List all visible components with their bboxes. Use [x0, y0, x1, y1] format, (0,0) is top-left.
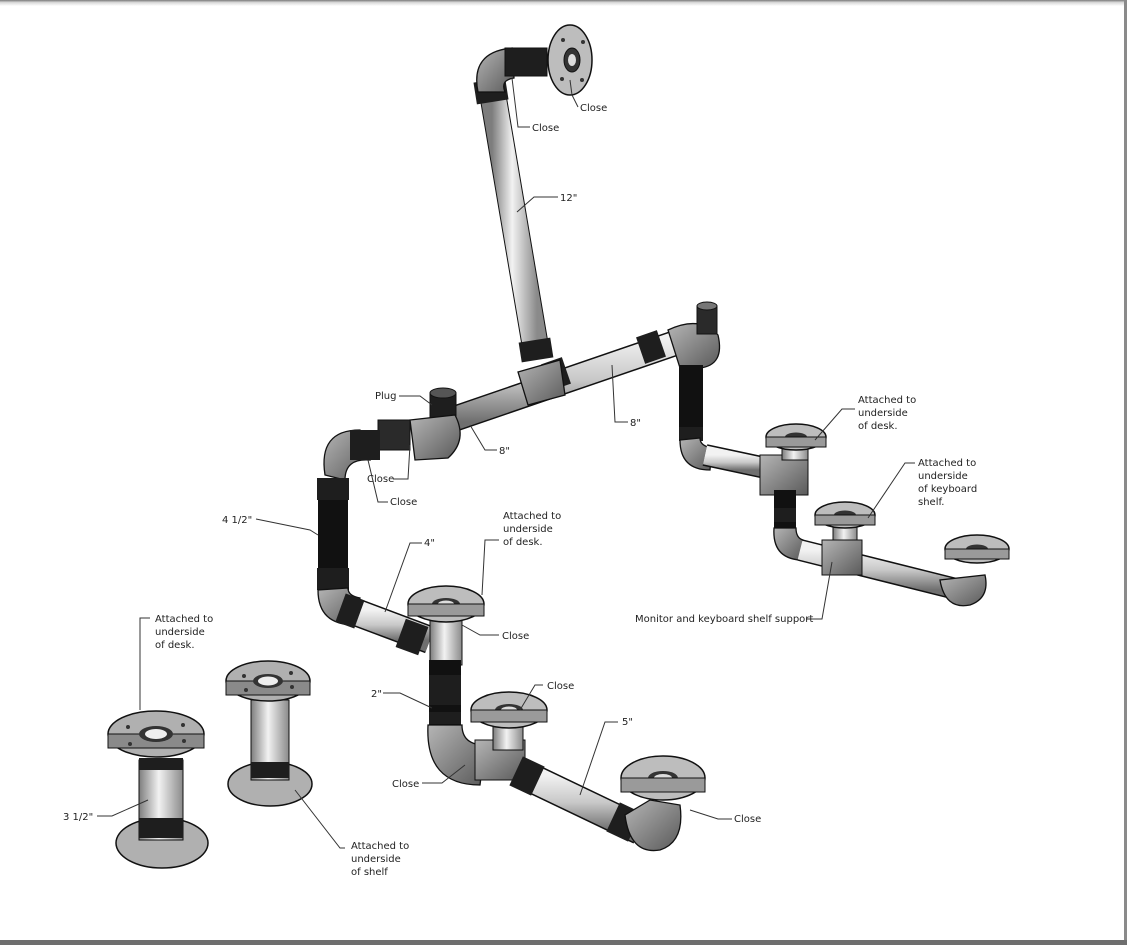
label-attach-shelf: Attached to underside of shelf	[351, 841, 412, 878]
top-flange	[547, 24, 593, 96]
label-length-8-left: 8"	[499, 446, 510, 457]
label-monitor-support: Monitor and keyboard shelf support	[635, 614, 813, 625]
label-close-tee-lower: Close	[390, 497, 417, 508]
window-bottom-edge	[0, 940, 1127, 945]
label-length-3-5: 3 1/2"	[63, 812, 93, 823]
pipe-4in	[335, 593, 435, 656]
label-close-top-flange: Close	[580, 103, 607, 114]
label-length-2: 2"	[371, 689, 382, 700]
label-close-tee-upper: Close	[367, 474, 394, 485]
label-attach-desk-right: Attached to underside of desk.	[858, 395, 919, 432]
label-length-12: 12"	[560, 193, 577, 204]
right-elbow	[667, 301, 721, 369]
label-close-bottom-elbow: Close	[392, 779, 419, 790]
label-attach-desk-left: Attached to underside of desk.	[155, 614, 216, 651]
label-close-small-flange: Close	[547, 681, 574, 692]
bottom-elbow	[427, 724, 486, 786]
pipe-12in	[473, 77, 554, 363]
center-tee	[517, 359, 566, 406]
pipe-5in	[509, 756, 647, 844]
leg-3-5in	[107, 710, 209, 869]
label-length-8-right: 8"	[630, 418, 641, 429]
label-attach-keyboard: Attached to underside of keyboard shelf.	[918, 458, 980, 508]
monitor-keyboard-support	[679, 423, 1010, 607]
left-elbow-upper	[409, 414, 461, 461]
center-flange	[407, 585, 485, 666]
diagram-labels: Close Close 12" Plug Close Close 8" 8" 4…	[63, 103, 980, 878]
main-assembly	[317, 24, 721, 852]
pipe-8in-run	[440, 325, 695, 435]
left-tee	[377, 419, 411, 451]
window-top-edge	[0, 0, 1127, 6]
small-flange	[470, 691, 548, 781]
label-length-4: 4"	[424, 538, 435, 549]
label-plug: Plug	[375, 391, 397, 402]
leader-lines	[97, 77, 915, 849]
label-close-center-flange: Close	[502, 631, 529, 642]
window-right-edge	[1124, 0, 1127, 945]
right-bottom-flange	[620, 755, 706, 852]
label-attach-desk-center: Attached to underside of desk.	[503, 511, 564, 548]
pipe-4-5in	[317, 478, 349, 590]
pipe-2in	[429, 660, 461, 730]
top-elbow	[476, 47, 548, 93]
leg-shelf	[225, 660, 313, 807]
label-close-top-elbow: Close	[532, 123, 559, 134]
label-length-5: 5"	[622, 717, 633, 728]
label-length-4-5: 4 1/2"	[222, 515, 252, 526]
label-close-right-flange: Close	[734, 814, 761, 825]
